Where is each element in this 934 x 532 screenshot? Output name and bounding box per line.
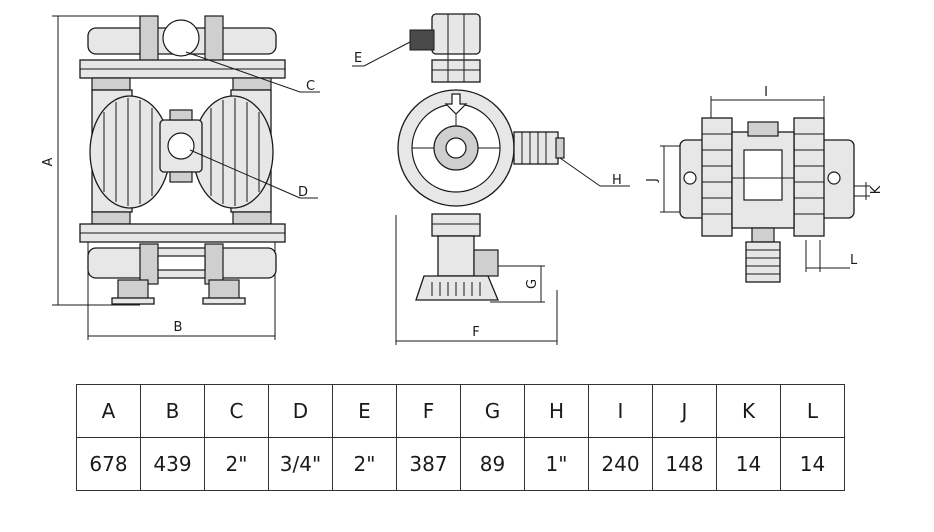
- callout-i: I: [764, 85, 768, 100]
- table-header-cell: K: [716, 384, 781, 438]
- table-header-cell: L: [780, 384, 845, 438]
- callout-l: L: [850, 253, 858, 268]
- callout-f: F: [472, 325, 479, 340]
- callout-g: G: [525, 279, 540, 289]
- table-value-row: 678 439 2" 3/4" 2" 387 89 1" 240 148 14 …: [76, 437, 845, 491]
- table-value-cell: 148: [652, 437, 717, 491]
- table-value-cell: 387: [396, 437, 461, 491]
- callout-k: K: [869, 185, 884, 194]
- table-header-cell: G: [460, 384, 525, 438]
- table-value-cell: 2": [332, 437, 397, 491]
- table-value-cell: 1": [524, 437, 589, 491]
- table-value-cell: 240: [588, 437, 653, 491]
- table-value-cell: 3/4": [268, 437, 333, 491]
- table-header-cell: C: [204, 384, 269, 438]
- top-view: [660, 96, 870, 283]
- pump-dimension-drawing: A B C D E F G H I J K L: [41, 13, 884, 345]
- table-header-cell: J: [652, 384, 717, 438]
- table-header-cell: F: [396, 384, 461, 438]
- callout-h: H: [612, 173, 622, 188]
- callout-a: A: [41, 157, 56, 166]
- table-value-cell: 14: [780, 437, 845, 491]
- side-view: [352, 13, 630, 345]
- table-value-cell: 2": [204, 437, 269, 491]
- callout-b: B: [174, 320, 183, 335]
- callout-j: J: [645, 178, 660, 183]
- table-value-cell: 678: [76, 437, 141, 491]
- callout-e: E: [354, 51, 362, 66]
- table-header-cell: I: [588, 384, 653, 438]
- callout-c: C: [306, 79, 315, 94]
- table-value-cell: 439: [140, 437, 205, 491]
- front-view: [52, 15, 320, 340]
- table-header-cell: E: [332, 384, 397, 438]
- table-header-cell: A: [76, 384, 141, 438]
- table-header-cell: D: [268, 384, 333, 438]
- table-header-row: A B C D E F G H I J K L: [76, 384, 845, 438]
- callout-d: D: [298, 185, 308, 200]
- table-header-cell: H: [524, 384, 589, 438]
- dimensions-table: A B C D E F G H I J K L 678 439 2" 3/4" …: [76, 384, 845, 491]
- table-value-cell: 89: [460, 437, 525, 491]
- table-value-cell: 14: [716, 437, 781, 491]
- table-header-cell: B: [140, 384, 205, 438]
